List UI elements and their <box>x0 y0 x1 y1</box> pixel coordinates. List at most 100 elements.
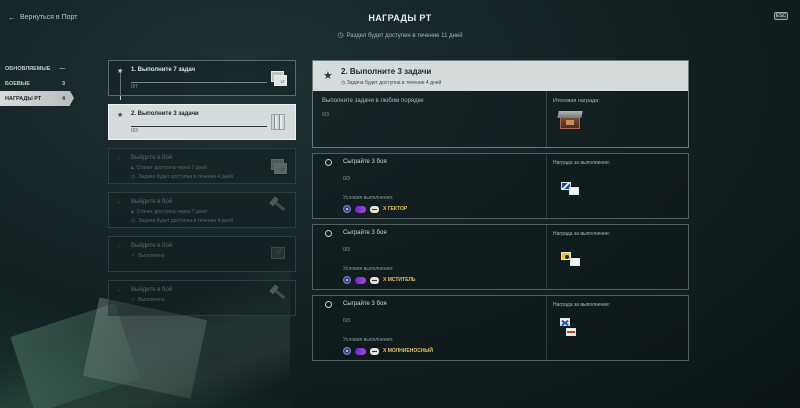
task-done-info: ✓Выполнено <box>131 297 165 303</box>
final-reward-label: Итоговая награда: <box>553 98 600 104</box>
task-progress-bar <box>131 126 267 127</box>
lock-icon: 🔒︎ <box>131 209 134 215</box>
flag-icon <box>569 187 579 195</box>
circle-icon: ○ <box>117 156 121 162</box>
task-title: 1. Выполните 7 задач <box>131 67 196 73</box>
document-reward-icon <box>269 157 287 175</box>
circle-icon <box>325 230 332 237</box>
page-subtitle: ◷Раздел будет доступен в течение 11 дней <box>0 31 800 39</box>
main-task-time: ◷ Задача будет доступна в течение 4 дней <box>341 80 442 86</box>
sidebar-item-label: НАГРАДЫ РТ <box>5 95 42 102</box>
ship-class-icon <box>355 205 366 213</box>
flag-icon <box>561 252 571 260</box>
divider <box>546 91 547 147</box>
subtask-title: Сыграйте 3 боя <box>343 159 387 165</box>
main-task-header: ★ 2. Выполните 3 задачи ◷ Задача будет д… <box>313 61 688 91</box>
clock-icon: ◷ <box>131 174 136 180</box>
task-card-6[interactable]: ○ Выйдите в бой ✓Выполнено <box>108 280 296 316</box>
task-details-panel: ★ 2. Выполните 3 задачи ◷ Задача будет д… <box>312 60 689 361</box>
ship-class-icon <box>355 276 366 284</box>
divider <box>546 225 547 289</box>
sidebar-item-count: 4 <box>61 95 65 102</box>
task-title: Выйдите в бой <box>131 199 173 205</box>
subtask-progress: 0/3 <box>343 176 350 182</box>
sidebar-item-count: 3 <box>61 80 65 87</box>
container-reward-icon[interactable] <box>557 111 583 129</box>
checkmark-icon: ✓ <box>131 297 136 303</box>
battle-type-icon <box>343 205 351 213</box>
task-title: Выйдите в бой <box>131 243 173 249</box>
task-unlock-info: 🔒︎Станет доступна через 7 дней <box>131 209 207 215</box>
subtask-conditions: X МСТИТЕЛЬ <box>343 276 416 284</box>
sidebar-item-updated[interactable]: ОБНОВЛЯЕМЫЕ — <box>0 61 70 76</box>
circle-icon: ○ <box>117 244 121 250</box>
task-progress: 0/7 <box>131 84 138 90</box>
sidebar-item-label: БОЕВЫЕ <box>5 80 30 87</box>
circle-icon <box>325 301 332 308</box>
subtask-conditions: X ГЕКТОР <box>343 205 407 213</box>
subtask-title: Сыграйте 3 боя <box>343 230 387 236</box>
subtitle-text: Раздел будет доступен в течение 11 дней <box>346 33 463 39</box>
subtask-progress: 0/3 <box>343 318 350 324</box>
ship-name: X МОЛНИЕНОСНЫЙ <box>383 348 433 354</box>
ship-icon <box>370 276 379 284</box>
subtask-condition-label: Условия выполнения: <box>343 195 394 201</box>
subtask-card-1: Сыграйте 3 боя 0/3 Условия выполнения: X… <box>312 153 689 219</box>
ship-name: X ГЕКТОР <box>383 206 408 212</box>
lock-icon: 🔒︎ <box>131 165 134 171</box>
sidebar-item-count: — <box>59 65 66 72</box>
back-label: Вернуться в Порт <box>20 14 78 21</box>
task-card-3[interactable]: ○ Выйдите в бой 🔒︎Станет доступна через … <box>108 148 296 184</box>
clock-icon: ◷ <box>131 218 136 224</box>
task-card-4[interactable]: ○ Выйдите в бой 🔒︎Станет доступна через … <box>108 192 296 228</box>
subtask-conditions: X МОЛНИЕНОСНЫЙ <box>343 347 433 355</box>
subtask-card-3: Сыграйте 3 боя 0/3 Условия выполнения: X… <box>312 295 689 361</box>
subtask-condition-label: Условия выполнения: <box>343 337 394 343</box>
ship-name: X МСТИТЕЛЬ <box>383 277 416 283</box>
subtask-reward-label: Награда за выполнение: <box>553 231 611 237</box>
page-title: НАГРАДЫ РТ <box>368 13 432 23</box>
camouflage-reward-icon <box>269 113 287 131</box>
flag-icon <box>570 258 580 266</box>
main-task-card: ★ 2. Выполните 3 задачи ◷ Задача будет д… <box>312 60 689 148</box>
circle-icon: ○ <box>117 200 121 206</box>
hammer-reward-icon <box>269 199 287 219</box>
ship-class-icon <box>355 347 366 355</box>
battle-type-icon <box>343 347 351 355</box>
star-icon: ★ <box>323 70 333 82</box>
circle-icon: ○ <box>117 288 121 294</box>
subtask-card-2: Сыграйте 3 боя 0/3 Условия выполнения: X… <box>312 224 689 290</box>
task-unlock-info: 🔒︎Станет доступна через 7 дней <box>131 165 207 171</box>
subtask-condition-label: Условия выполнения: <box>343 266 394 272</box>
hammer-reward-icon <box>269 287 287 307</box>
task-title: Выйдите в бой <box>131 155 173 161</box>
star-icon: ★ <box>117 68 124 75</box>
ship-icon <box>370 347 379 355</box>
subtask-reward-label: Награда за выполнение: <box>553 160 611 166</box>
sidebar-item-label: ОБНОВЛЯЕМЫЕ <box>5 65 51 72</box>
task-title: Выйдите в бой <box>131 287 173 293</box>
star-icon: ★ <box>117 112 124 119</box>
task-list: ★ 1. Выполните 7 задач 0/7 ★ 2. Выполнит… <box>108 60 296 324</box>
sidebar-item-rt-rewards[interactable]: НАГРАДЫ РТ 4 <box>0 91 74 106</box>
ship-icon <box>370 205 379 213</box>
main-task-instruction: Выполните задачи в любом порядке <box>322 98 424 104</box>
main-task-progress: 0/3 <box>322 112 329 118</box>
task-done-info: ✓Выполнено <box>131 253 165 259</box>
esc-close-button[interactable]: ESC <box>774 12 788 20</box>
task-card-2[interactable]: ★ 2. Выполните 3 задачи 0/3 <box>108 104 296 140</box>
document-reward-icon <box>269 69 287 87</box>
divider <box>546 296 547 360</box>
task-card-1[interactable]: ★ 1. Выполните 7 задач 0/7 <box>108 60 296 96</box>
task-duration-info: ◷Задача будет доступна в течение 4 дней <box>131 174 233 180</box>
task-progress: 0/3 <box>131 128 138 134</box>
sidebar-item-combat[interactable]: БОЕВЫЕ 3 <box>0 76 70 91</box>
back-to-port-link[interactable]: ← Вернуться в Порт <box>8 13 77 22</box>
arrow-left-icon: ← <box>8 13 16 22</box>
task-card-5[interactable]: ○ Выйдите в бой ✓Выполнено <box>108 236 296 272</box>
sidebar: ОБНОВЛЯЕМЫЕ — БОЕВЫЕ 3 НАГРАДЫ РТ 4 <box>0 61 74 106</box>
check-reward-icon <box>269 245 287 263</box>
battle-type-icon <box>343 276 351 284</box>
checkmark-icon: ✓ <box>131 253 136 259</box>
subtask-reward-label: Награда за выполнение: <box>553 302 611 308</box>
